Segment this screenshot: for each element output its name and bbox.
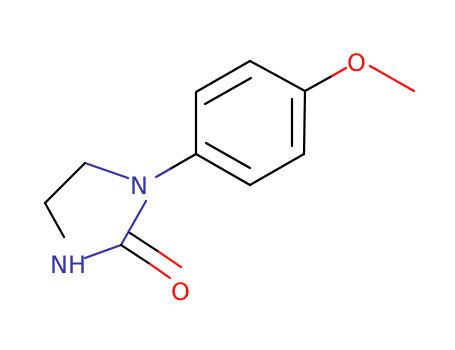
- nh-label: NH: [50, 251, 86, 279]
- bond-aryl-nitrogen-carbon: [168, 152, 198, 171]
- bond-ring-4: [248, 152, 306, 187]
- carbonyl-oxygen-label: O: [171, 278, 190, 306]
- bond-carbonyl-co-red-2: [157, 250, 183, 269]
- bond-ring-2: [248, 59, 307, 93]
- bond-oxygen-methyl-red: [368, 64, 416, 93]
- bond-ring-3: [302, 89, 307, 156]
- ring-nitrogen-label: N: [130, 172, 148, 200]
- bond-aryl-nitrogen-blue: [154, 167, 172, 179]
- bond-ring-1: [194, 59, 252, 94]
- bond-carbonyl-co-black-2: [128, 231, 161, 254]
- bond-ring-1-inner: [203, 76, 253, 106]
- methoxy-oxygen-label: O: [347, 49, 366, 77]
- bond-aryl-oxygen-carbon: [303, 74, 334, 93]
- bond-aryl-oxygen-red: [330, 66, 348, 78]
- bond-ring-5: [194, 152, 252, 187]
- bond-ring-5-inner: [204, 141, 252, 170]
- bond-ch2-nh: [43, 201, 66, 239]
- bond-nh-carbonyl: [83, 243, 123, 260]
- bond-ch2-ch2: [43, 161, 87, 205]
- bond-carbonyl-co-black-1: [119, 243, 152, 266]
- bond-carbonyl-co-red-1: [148, 262, 172, 280]
- bond-ring-n-ch2: [83, 161, 130, 180]
- bond-carbonyl-n: [119, 199, 148, 247]
